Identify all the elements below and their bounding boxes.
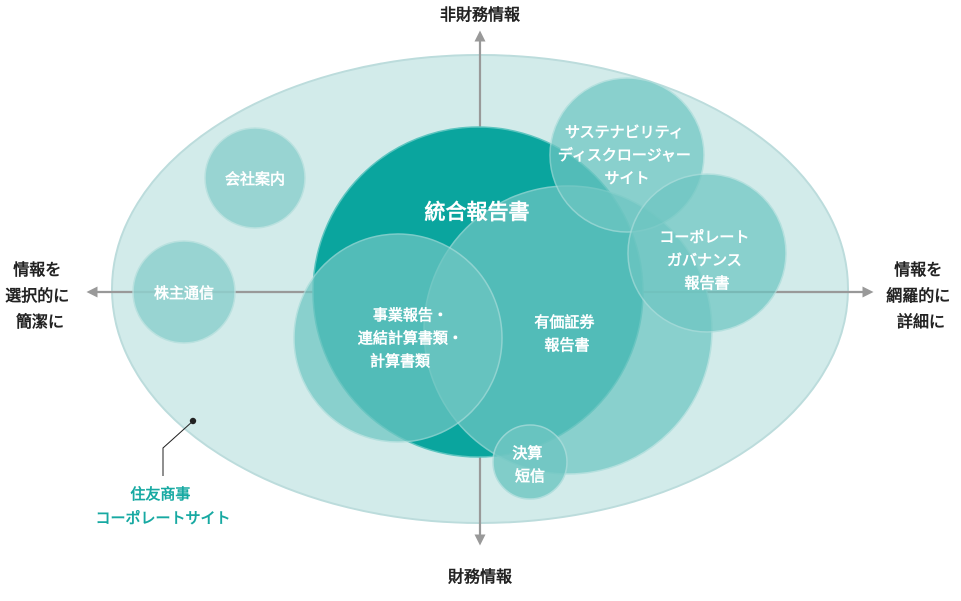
business-report-label: 事業報告・ 連結計算書類・ 計算書類 [358, 306, 468, 370]
axis-label-bottom: 財務情報 [448, 567, 513, 586]
shareholder-newsletter-label: 株主通信 [154, 284, 214, 302]
business-report-bubble[interactable] [293, 233, 503, 443]
sustainability-site-label: サステナビリティ ディスクロージャー サイト [558, 123, 696, 187]
earnings-release-label: 決算 短信 [512, 444, 547, 485]
axis-label-left: 情報を 選択的に 簡潔に [5, 260, 75, 331]
company-brochure-label: 会社案内 [225, 170, 285, 188]
governance-report-label: コーポレート ガバナンス 報告書 [659, 228, 754, 292]
integrated-report-label: 統合報告書 [425, 200, 530, 224]
governance-report-bubble[interactable] [627, 173, 787, 333]
securities-report-label: 有価証券 報告書 [534, 313, 599, 354]
company-brochure-bubble[interactable] [204, 127, 306, 229]
callout-line [162, 420, 194, 476]
shareholder-newsletter-bubble[interactable] [132, 240, 236, 344]
axis-label-top: 非財務情報 [440, 5, 521, 24]
earnings-release-bubble[interactable] [492, 424, 568, 500]
axis-label-right: 情報を 網羅的に 詳細に [886, 260, 956, 331]
corporate-site-label[interactable]: 住友商事 コーポレートサイト [95, 485, 230, 527]
